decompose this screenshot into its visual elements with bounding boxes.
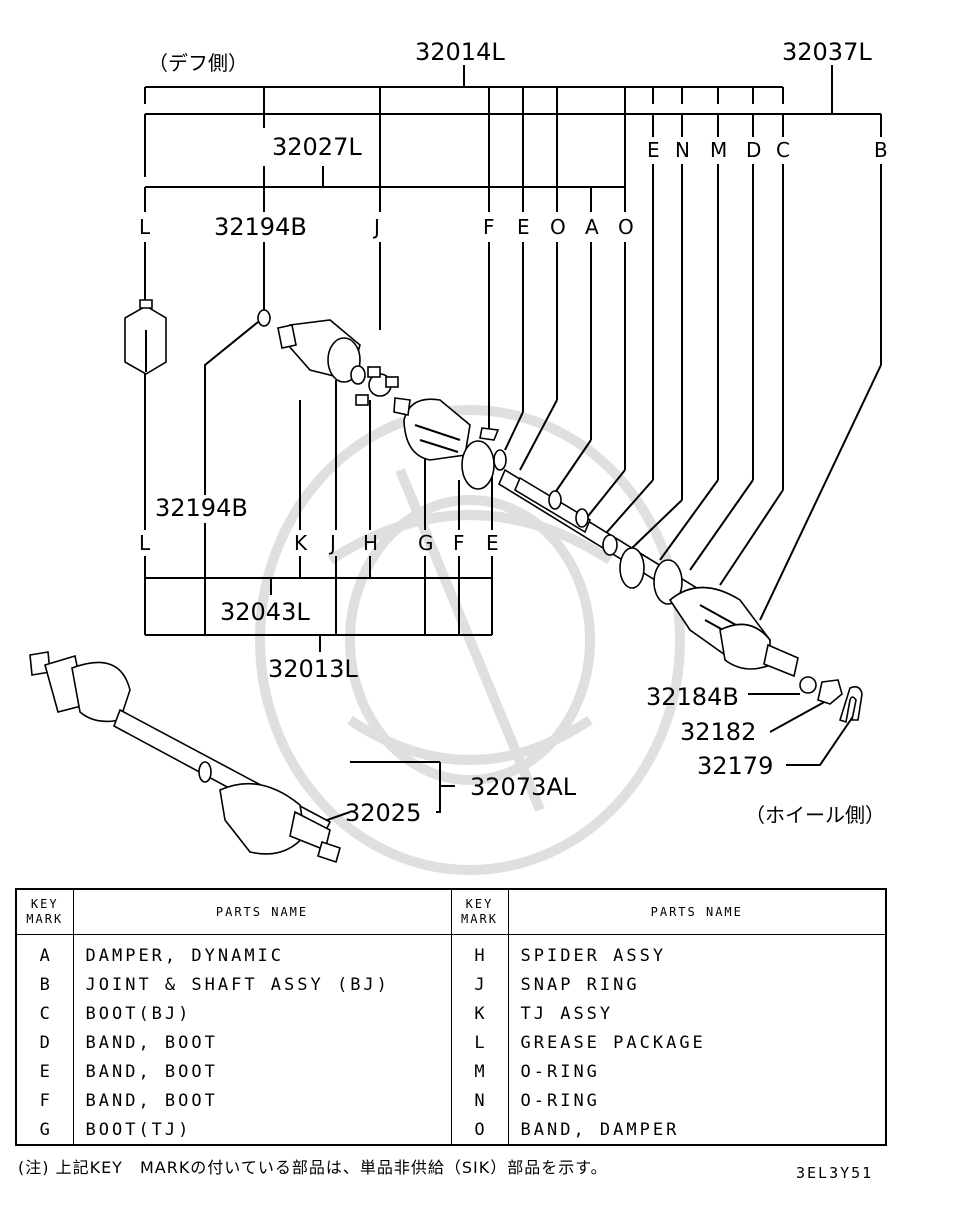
damper-bands	[602, 534, 645, 589]
tj-boot	[393, 397, 471, 461]
key-mark-cell: K	[450, 999, 509, 1028]
key-mark-bottom-5: G	[418, 531, 434, 555]
part-name-cell: O-RING	[507, 1086, 887, 1115]
part-name-cell: SPIDER ASSY	[507, 934, 887, 970]
part-no-32194B-top: 32194B	[214, 213, 307, 241]
key-mark-bottom-2: K	[294, 531, 308, 555]
key-mark-cell: G	[15, 1115, 74, 1145]
key-mark-top-3: F	[483, 215, 495, 239]
part-name-cell: BOOT(BJ)	[72, 999, 452, 1028]
part-no-32027L: 32027L	[272, 133, 362, 161]
key-mark-right-6: B	[874, 138, 888, 162]
part-name-cell: DAMPER, DYNAMIC	[72, 934, 452, 970]
bj-joint-shaft	[719, 623, 799, 678]
key-mark-cell: E	[15, 1057, 74, 1086]
wheel-side-label: （ホイール側）	[745, 803, 885, 827]
key-mark-right-4: D	[746, 138, 761, 162]
table-row: D BAND, BOOT L GREASE PACKAGE	[15, 1028, 887, 1057]
tj-housing	[277, 319, 361, 383]
key-mark-top-7: O	[618, 215, 634, 239]
part-no-32073AL: 32073AL	[470, 773, 577, 801]
key-mark-top-2: J	[372, 215, 380, 239]
key-mark-bottom-7: E	[486, 531, 499, 555]
top-leader-lines	[144, 65, 882, 212]
spider-assy	[355, 366, 399, 406]
key-mark-cell: N	[450, 1086, 509, 1115]
key-mark-top-5: O	[550, 215, 566, 239]
diff-side-label: （デフ側）	[148, 51, 248, 75]
key-mark-top-1: L	[139, 215, 151, 239]
key-mark-cell: O	[450, 1115, 509, 1145]
o-ring-32194B	[257, 309, 271, 327]
part-no-32194B-mid: 32194B	[155, 494, 248, 522]
watermark-logo	[255, 405, 685, 875]
part-no-32182: 32182	[680, 718, 756, 746]
table-row: F BAND, BOOT N O-RING	[15, 1086, 887, 1115]
part-no-32037L: 32037L	[782, 38, 872, 66]
key-mark-right-1: E	[647, 138, 660, 162]
key-mark-bottom-4: H	[363, 531, 378, 555]
part-no-32179: 32179	[697, 752, 773, 780]
part-no-32013L: 32013L	[268, 655, 358, 683]
part-no-32043L: 32043L	[220, 598, 310, 626]
table-row: C BOOT(BJ) K TJ ASSY	[15, 999, 887, 1028]
table-row: E BAND, BOOT M O-RING	[15, 1057, 887, 1086]
part-no-32184B: 32184B	[646, 683, 739, 711]
table-row: A DAMPER, DYNAMIC H SPIDER ASSY	[15, 934, 887, 970]
part-name-cell: BAND, DAMPER	[507, 1115, 887, 1145]
washer-nut-pin	[799, 676, 863, 724]
part-name-cell: O-RING	[507, 1057, 887, 1086]
table-row: G BOOT(TJ) O BAND, DAMPER	[15, 1115, 887, 1145]
part-name-cell: BAND, BOOT	[72, 1028, 452, 1057]
part-name-cell: BOOT(TJ)	[72, 1115, 452, 1145]
part-name-cell: JOINT & SHAFT ASSY (BJ)	[72, 970, 452, 999]
parts-name-header: PARTS NAME	[507, 889, 887, 935]
key-mark-cell: D	[15, 1028, 74, 1057]
exploded-parts-diagram: （デフ側） 32014L 32037L 32027L 32194B 32194B…	[29, 38, 888, 875]
key-mark-top-6: A	[585, 215, 599, 239]
key-mark-cell: H	[450, 934, 509, 970]
diagram-code: 3EL3Y51	[796, 1164, 874, 1182]
part-name-cell: GREASE PACKAGE	[507, 1028, 887, 1057]
key-mark-right-3: M	[710, 138, 727, 162]
bottom-leader-lines	[144, 380, 857, 827]
key-mark-cell: J	[450, 970, 509, 999]
part-name-cell: BAND, BOOT	[72, 1086, 452, 1115]
grease-package	[124, 299, 167, 375]
key-mark-bottom-1: L	[139, 531, 151, 555]
part-no-32025: 32025	[345, 799, 421, 827]
key-mark-right-2: N	[675, 138, 690, 162]
key-mark-bottom-3: J	[328, 531, 336, 555]
part-name-cell: SNAP RING	[507, 970, 887, 999]
key-mark-cell: C	[15, 999, 74, 1028]
part-leader-lines	[144, 164, 882, 621]
key-mark-cell: L	[450, 1028, 509, 1057]
snap-ring	[350, 365, 366, 385]
part-name-cell: BAND, BOOT	[72, 1057, 452, 1086]
parts-name-header: PARTS NAME	[72, 889, 452, 935]
key-mark-cell: B	[15, 970, 74, 999]
key-mark-bottom-6: F	[453, 531, 465, 555]
key-mark-cell: A	[15, 934, 74, 970]
key-mark-cell: F	[15, 1086, 74, 1115]
table-row: B JOINT & SHAFT ASSY (BJ) J SNAP RING	[15, 970, 887, 999]
part-name-cell: TJ ASSY	[507, 999, 887, 1028]
key-mark-cell: M	[450, 1057, 509, 1086]
boot-band-FE	[461, 427, 507, 490]
assembled-driveshaft	[29, 651, 341, 864]
key-mark-top-4: E	[517, 215, 530, 239]
footnote: (注) 上記KEY MARKの付いている部品は、単品非供給（SIK）部品を示す。	[18, 1158, 608, 1177]
key-mark-right-5: C	[776, 138, 790, 162]
part-no-32014L: 32014L	[415, 38, 505, 66]
